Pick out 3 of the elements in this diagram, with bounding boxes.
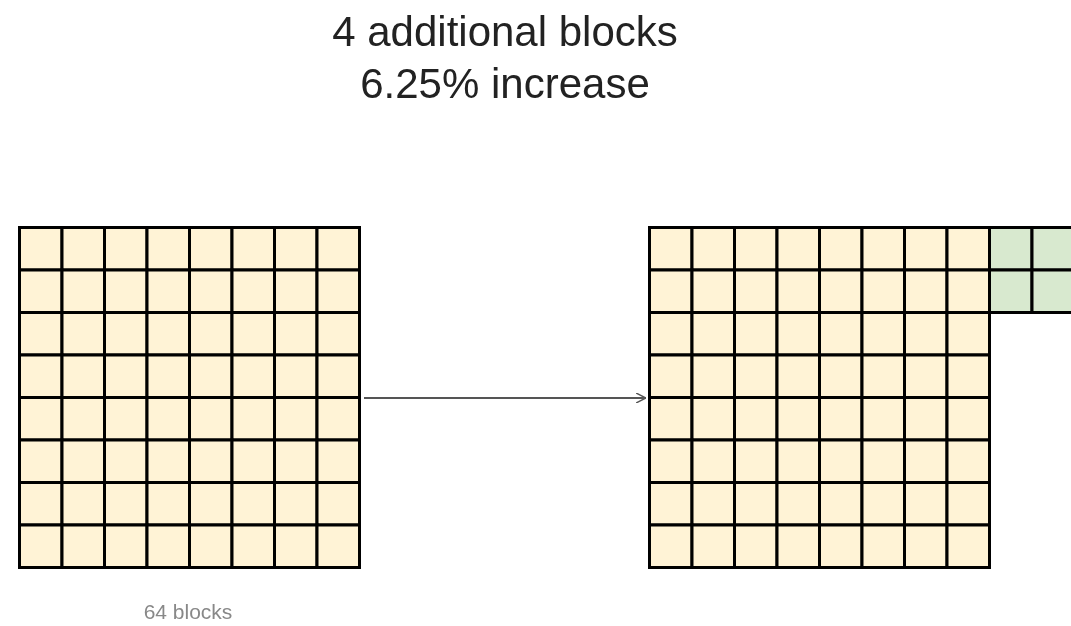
arrow	[363, 392, 647, 404]
grid-caption: 64 blocks	[142, 600, 234, 624]
title: 4 additional blocks 6.25% increase	[331, 7, 679, 109]
